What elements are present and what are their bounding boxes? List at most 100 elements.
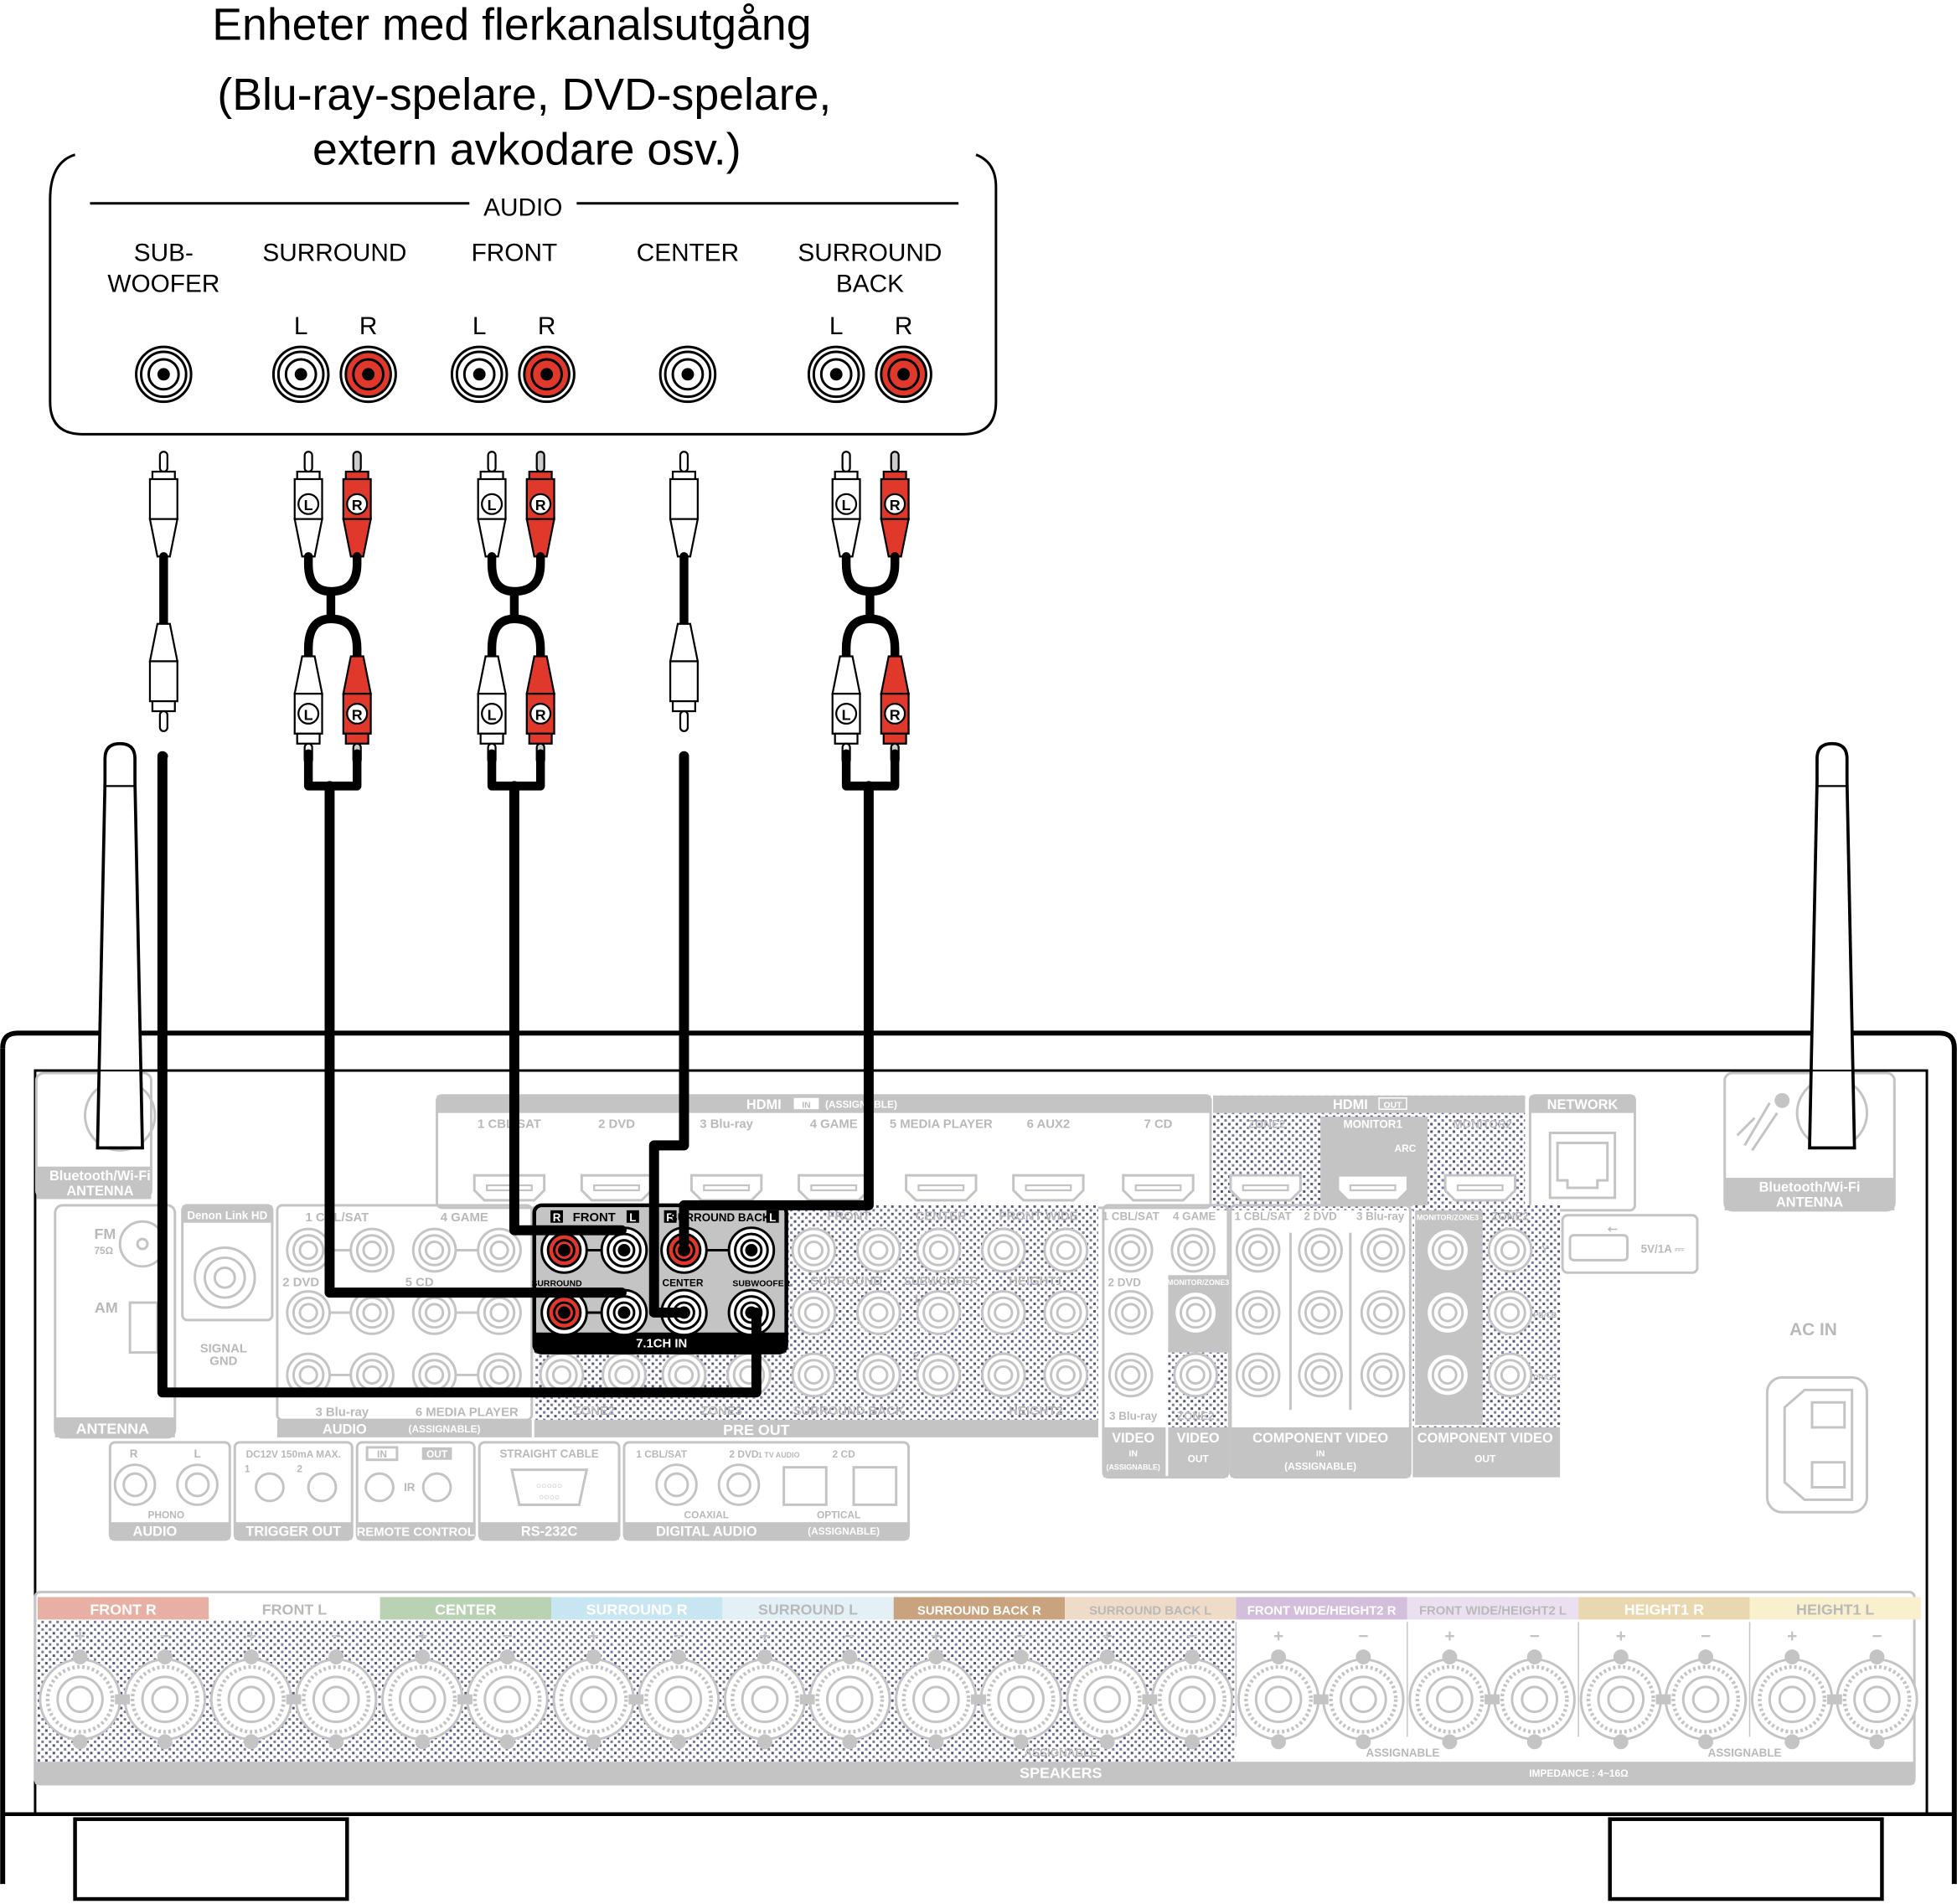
speaker-terminal[interactable] bbox=[39, 1649, 121, 1750]
pre-out-jack[interactable] bbox=[1043, 1227, 1089, 1273]
component-out-jack[interactable] bbox=[1487, 1352, 1533, 1398]
coaxial-2-jack[interactable] bbox=[717, 1463, 761, 1506]
component-out-jack[interactable] bbox=[1425, 1290, 1470, 1335]
speaker-terminal[interactable] bbox=[295, 1649, 378, 1750]
rs232-port[interactable] bbox=[510, 1468, 589, 1506]
component-out-jack[interactable] bbox=[1425, 1227, 1470, 1273]
speaker-terminal[interactable] bbox=[552, 1649, 635, 1750]
hdmi-in-port[interactable] bbox=[798, 1174, 870, 1202]
source-jack-0-0[interactable] bbox=[135, 345, 193, 404]
ethernet-port[interactable] bbox=[1548, 1131, 1617, 1200]
speaker-terminal[interactable] bbox=[1493, 1649, 1576, 1750]
pre-out-jack[interactable] bbox=[856, 1227, 901, 1273]
component-in-jack[interactable] bbox=[1298, 1352, 1343, 1398]
audio-in-jack[interactable] bbox=[349, 1227, 395, 1273]
trigger-2-jack[interactable] bbox=[307, 1472, 338, 1503]
speaker-terminal[interactable] bbox=[209, 1649, 293, 1750]
speaker-terminal[interactable] bbox=[1066, 1649, 1149, 1750]
component-out-jack[interactable] bbox=[1487, 1290, 1533, 1335]
speaker-terminal[interactable] bbox=[381, 1649, 464, 1750]
speaker-terminal[interactable] bbox=[895, 1649, 978, 1750]
speaker-terminal[interactable] bbox=[1408, 1649, 1491, 1750]
video-jack[interactable] bbox=[1170, 1227, 1216, 1273]
pre-out-jack[interactable] bbox=[916, 1290, 962, 1335]
video-jack[interactable] bbox=[1108, 1352, 1154, 1398]
pre-out-jack[interactable] bbox=[980, 1227, 1026, 1273]
pre-out-jack[interactable] bbox=[539, 1352, 585, 1398]
ch71-front-r-jack[interactable] bbox=[540, 1226, 588, 1274]
audio-in-jack[interactable] bbox=[477, 1227, 522, 1273]
speaker-terminal[interactable] bbox=[808, 1649, 891, 1750]
pre-out-jack[interactable] bbox=[856, 1352, 901, 1398]
component-in-jack[interactable] bbox=[1235, 1227, 1281, 1273]
usb-port[interactable] bbox=[1568, 1234, 1629, 1262]
speaker-terminal[interactable] bbox=[123, 1649, 206, 1750]
pre-out-jack[interactable] bbox=[1043, 1290, 1089, 1335]
ch71-surround-back-l-jack[interactable] bbox=[727, 1226, 776, 1274]
component-in-jack[interactable] bbox=[1298, 1227, 1343, 1273]
speaker-terminal[interactable] bbox=[1664, 1649, 1748, 1750]
optical-1-port[interactable] bbox=[782, 1466, 828, 1506]
audio-in-jack[interactable] bbox=[411, 1290, 457, 1335]
am-connector[interactable] bbox=[128, 1301, 159, 1354]
hdmi-out-port[interactable] bbox=[1336, 1174, 1409, 1202]
source-jack-1-1[interactable] bbox=[339, 345, 397, 404]
speaker-terminal[interactable] bbox=[637, 1649, 720, 1750]
pre-out-jack[interactable] bbox=[980, 1352, 1026, 1398]
audio-in-jack[interactable] bbox=[411, 1227, 457, 1273]
video-jack[interactable] bbox=[1108, 1290, 1154, 1335]
component-in-jack[interactable] bbox=[1360, 1290, 1406, 1335]
ch71-surround-l-jack[interactable] bbox=[600, 1288, 648, 1337]
hdmi-in-port[interactable] bbox=[580, 1174, 653, 1202]
hdmi-in-port[interactable] bbox=[1122, 1174, 1195, 1202]
audio-in-jack[interactable] bbox=[477, 1290, 522, 1335]
audio-in-jack[interactable] bbox=[349, 1290, 395, 1335]
optical-2-port[interactable] bbox=[852, 1466, 898, 1506]
source-jack-2-0[interactable] bbox=[450, 345, 509, 404]
phono-r-jack[interactable] bbox=[113, 1463, 157, 1506]
pre-out-jack[interactable] bbox=[791, 1227, 837, 1273]
speaker-terminal[interactable] bbox=[1579, 1649, 1662, 1750]
trigger-1-jack[interactable] bbox=[255, 1472, 285, 1503]
component-in-jack[interactable] bbox=[1298, 1290, 1343, 1335]
audio-in-jack[interactable] bbox=[286, 1290, 331, 1335]
phono-l-jack[interactable] bbox=[176, 1463, 219, 1506]
hdmi-out-port[interactable] bbox=[1229, 1174, 1302, 1202]
remote-out-jack[interactable] bbox=[421, 1472, 452, 1503]
video-jack[interactable] bbox=[1173, 1352, 1218, 1398]
audio-in-jack[interactable] bbox=[411, 1352, 457, 1398]
hdmi-out-port[interactable] bbox=[1443, 1174, 1516, 1202]
source-jack-2-1[interactable] bbox=[518, 345, 576, 404]
source-jack-3-0[interactable] bbox=[658, 345, 717, 404]
hdmi-in-port[interactable] bbox=[689, 1174, 763, 1202]
hdmi-in-port[interactable] bbox=[1012, 1174, 1085, 1202]
pre-out-jack[interactable] bbox=[916, 1352, 962, 1398]
denon-link-port[interactable] bbox=[194, 1246, 256, 1309]
speaker-terminal[interactable] bbox=[979, 1649, 1062, 1750]
pre-out-jack[interactable] bbox=[916, 1227, 962, 1273]
speaker-terminal[interactable] bbox=[1150, 1649, 1234, 1750]
component-out-jack[interactable] bbox=[1425, 1352, 1470, 1398]
source-jack-4-0[interactable] bbox=[807, 345, 865, 404]
ch71-front-l-jack[interactable] bbox=[600, 1226, 648, 1274]
video-jack[interactable] bbox=[1173, 1290, 1218, 1335]
speaker-terminal[interactable] bbox=[1751, 1649, 1834, 1750]
remote-in-jack[interactable] bbox=[364, 1472, 395, 1503]
hdmi-in-port[interactable] bbox=[905, 1174, 978, 1202]
source-jack-1-0[interactable] bbox=[271, 345, 330, 404]
speaker-terminal[interactable] bbox=[466, 1649, 549, 1750]
pre-out-jack[interactable] bbox=[1043, 1352, 1089, 1398]
ac-in-socket[interactable] bbox=[1765, 1375, 1869, 1514]
video-jack[interactable] bbox=[1108, 1227, 1154, 1273]
component-out-jack[interactable] bbox=[1487, 1227, 1533, 1273]
speaker-terminal[interactable] bbox=[1237, 1649, 1320, 1750]
pre-out-jack[interactable] bbox=[856, 1290, 901, 1335]
source-jack-4-1[interactable] bbox=[875, 345, 932, 404]
component-in-jack[interactable] bbox=[1235, 1290, 1281, 1335]
component-in-jack[interactable] bbox=[1360, 1227, 1406, 1273]
component-in-jack[interactable] bbox=[1235, 1352, 1281, 1398]
pre-out-jack[interactable] bbox=[980, 1290, 1026, 1335]
component-in-jack[interactable] bbox=[1360, 1352, 1406, 1398]
audio-in-jack[interactable] bbox=[286, 1227, 331, 1273]
coaxial-1-jack[interactable] bbox=[655, 1463, 698, 1506]
